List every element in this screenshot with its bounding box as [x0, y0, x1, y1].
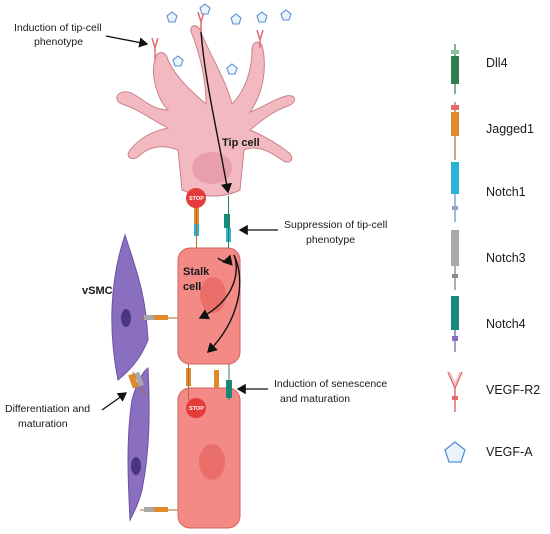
- vegf-a-ligands: [166, 3, 292, 75]
- tip-signal-arrow: [200, 31, 233, 194]
- svg-text:Induction of tip-cell: Induction of tip-cell: [14, 22, 102, 34]
- dll4-icon: [451, 44, 459, 94]
- stop-sign-2: STOP: [186, 398, 206, 418]
- vegf-r2-icon: [447, 371, 463, 412]
- legend-vegf-a-label: VEGF-A: [486, 445, 533, 459]
- svg-text:phenotype: phenotype: [306, 234, 355, 246]
- legend: Dll4 Jagged1 Notch1 Notch3 Notch4: [444, 44, 540, 463]
- tip-cell: Tip cell: [116, 25, 295, 197]
- stalk-cell-2: [177, 387, 241, 529]
- stalk-cell-1: Stalk cell: [177, 247, 241, 365]
- svg-text:Suppression of tip-cell: Suppression of tip-cell: [284, 219, 387, 231]
- svg-text:Differentiation and: Differentiation and: [5, 403, 90, 415]
- stalk-cell-label-1: Stalk: [183, 266, 210, 278]
- svg-text:STOP: STOP: [189, 406, 204, 412]
- notch4-icon: [451, 296, 459, 352]
- tip-stalk-junction: [194, 196, 231, 248]
- legend-vegf-r2-label: VEGF-R2: [486, 383, 540, 397]
- annotation-senescence: Induction of senescence and maturation: [236, 378, 387, 405]
- stop-sign-1: STOP: [186, 188, 206, 208]
- tip-cell-label: Tip cell: [222, 137, 260, 149]
- legend-jagged1-label: Jagged1: [486, 122, 534, 136]
- legend-notch1-label: Notch1: [486, 185, 526, 199]
- notch1-icon: [451, 162, 459, 222]
- tip-receptors: [151, 11, 264, 60]
- stalk-cell-label-2: cell: [183, 281, 201, 293]
- annotation-tip-induction: Induction of tip-cell phenotype: [14, 22, 149, 48]
- vsmc-1: vSMC: [82, 233, 149, 381]
- vsmc-label: vSMC: [82, 285, 113, 297]
- legend-notch3-label: Notch3: [486, 251, 526, 265]
- jagged1-icon: [451, 102, 459, 160]
- vegf-a-icon: [444, 441, 466, 463]
- vsmc-junctions: [128, 315, 178, 512]
- vsmc-2: [127, 367, 150, 522]
- legend-dll4-label: Dll4: [486, 56, 508, 70]
- svg-text:and maturation: and maturation: [280, 393, 350, 405]
- svg-text:STOP: STOP: [189, 196, 204, 202]
- legend-notch4-label: Notch4: [486, 317, 526, 331]
- annotation-tip-suppression: Suppression of tip-cell phenotype: [238, 219, 387, 246]
- stalk-stalk-junction: [186, 364, 232, 400]
- svg-text:maturation: maturation: [18, 418, 68, 430]
- svg-text:phenotype: phenotype: [34, 36, 83, 48]
- annotation-differentiation: Differentiation and maturation: [5, 392, 128, 430]
- svg-text:Induction of senescence: Induction of senescence: [274, 378, 387, 390]
- notch3-icon: [451, 230, 459, 290]
